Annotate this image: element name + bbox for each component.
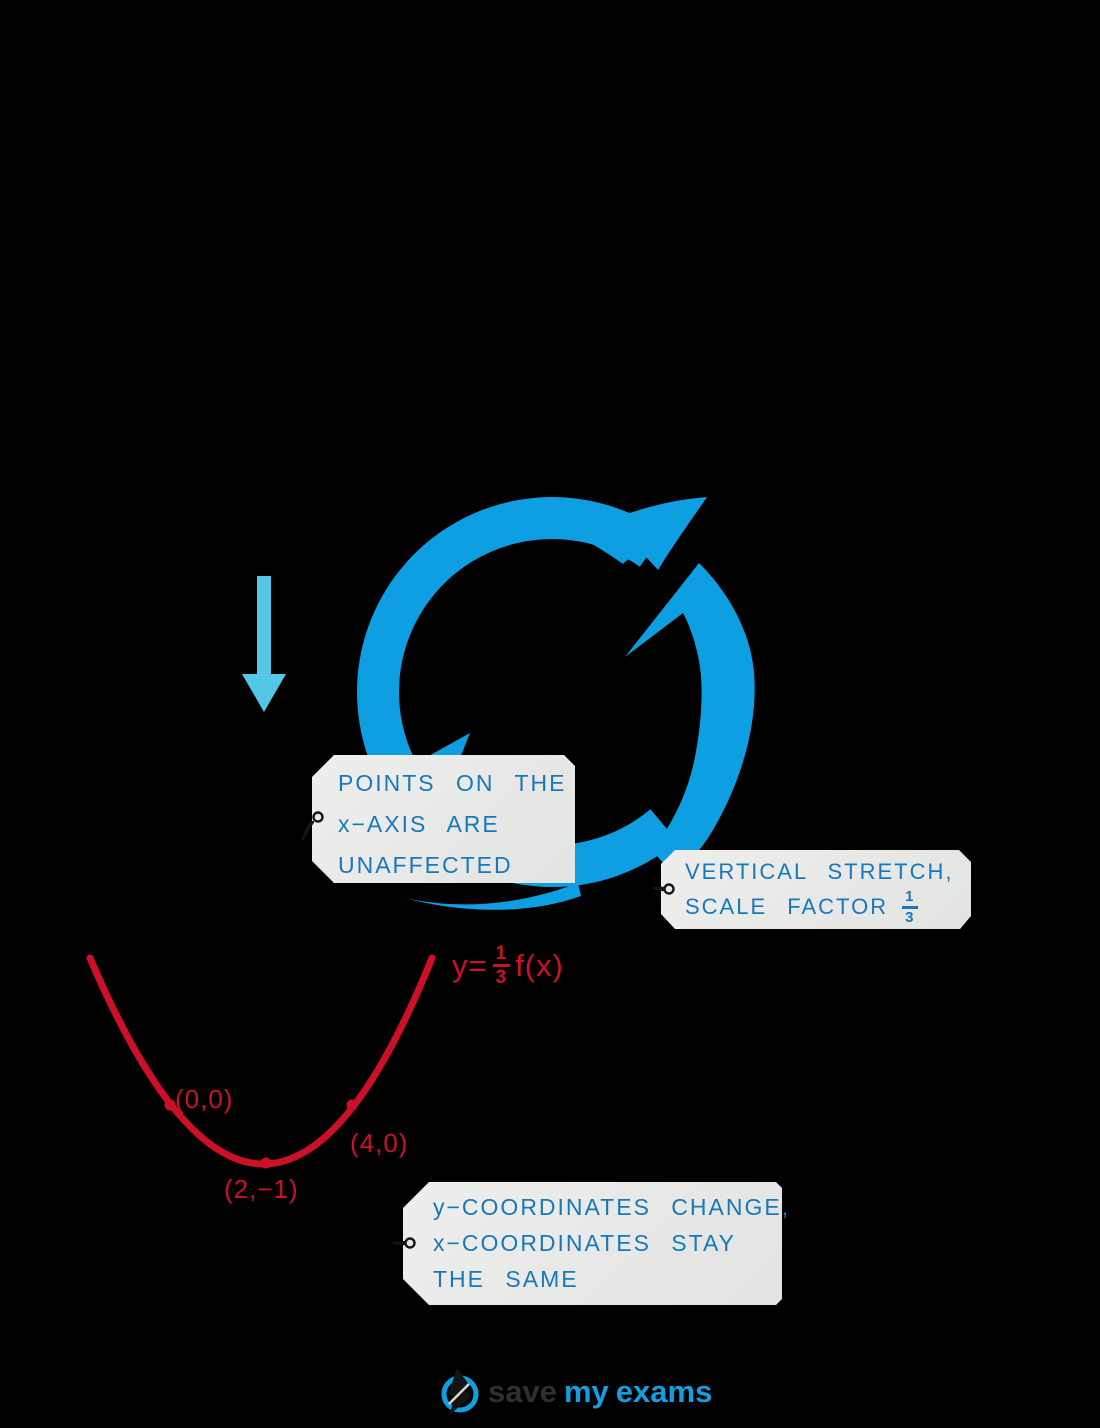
tag-line: SCALE FACTOR 1 3 (685, 889, 953, 926)
point-label-origin: (0,0) (175, 1084, 234, 1114)
lightning-bolt-icon (441, 1368, 479, 1416)
pin-icon (652, 883, 675, 895)
tag-line: VERTICAL STRETCH, (685, 859, 954, 884)
tag-line: THE SAME (433, 1266, 579, 1292)
curve-equation: y= 1 3 f(x) (452, 944, 564, 987)
savemyexams-logo: save my exams (436, 1366, 712, 1418)
equation-rhs: f(x) (515, 947, 564, 983)
tag-line: x−COORDINATES STAY (433, 1230, 736, 1256)
logo-word-save: save (488, 1374, 557, 1409)
down-arrow-icon (242, 576, 286, 712)
tag-line: UNAFFECTED (338, 852, 513, 878)
callout-points-unaffected: POINTS ON THE x−AXIS ARE UNAFFECTED (301, 755, 575, 883)
logo-word-my: my (563, 1374, 609, 1409)
tag-background (661, 850, 971, 929)
point-minimum (260, 1157, 272, 1169)
point-x-intercept (346, 1099, 358, 1111)
point-label-x-intercept: (4,0) (350, 1128, 409, 1158)
equation-fraction: 1 3 (492, 944, 511, 987)
logo-word-exams: exams (615, 1374, 713, 1409)
tag-line: x−AXIS ARE (338, 811, 500, 837)
pin-icon (301, 811, 324, 841)
callout-vertical-stretch: VERTICAL STRETCH, SCALE FACTOR 1 3 (652, 850, 971, 929)
equation-lhs: y= (452, 947, 488, 983)
tag-background (403, 1182, 782, 1305)
point-label-minimum: (2,−1) (224, 1174, 299, 1204)
callout-coordinates: y−COORDINATES CHANGE, x−COORDINATES STAY… (392, 1182, 788, 1305)
point-origin (164, 1099, 176, 1111)
tag-line: y−COORDINATES CHANGE, (433, 1194, 791, 1220)
tag-line: POINTS ON THE (338, 770, 567, 796)
pin-icon (392, 1237, 416, 1249)
transformed-curve (86, 954, 436, 1169)
scale-factor-fraction: 1 3 (902, 889, 919, 926)
tag-background (312, 755, 575, 883)
